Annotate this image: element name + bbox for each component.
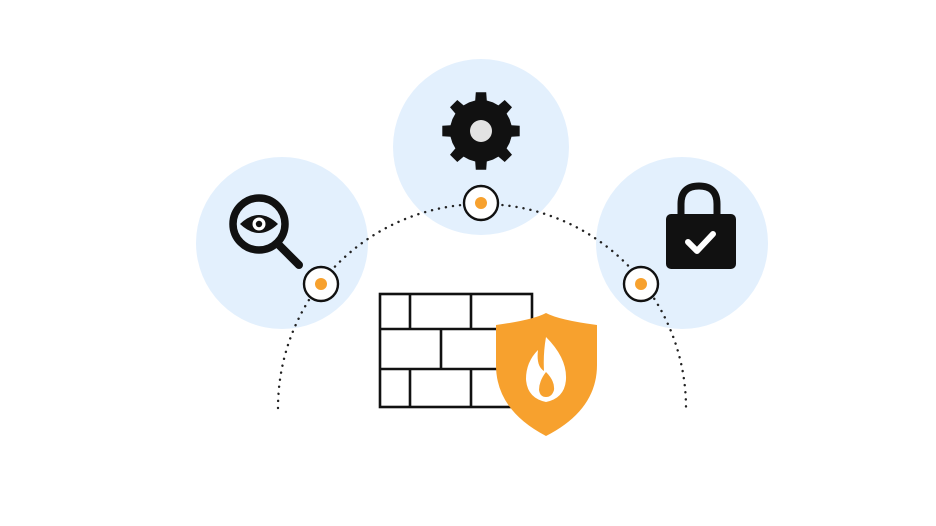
node-marker-configure <box>462 184 500 222</box>
shield-flame-icon <box>496 313 597 436</box>
eye-magnifier-icon <box>229 194 303 269</box>
gear-icon <box>442 92 520 170</box>
node-marker-secure <box>622 265 660 303</box>
padlock-check-icon <box>666 182 736 269</box>
node-marker-monitor <box>302 265 340 303</box>
